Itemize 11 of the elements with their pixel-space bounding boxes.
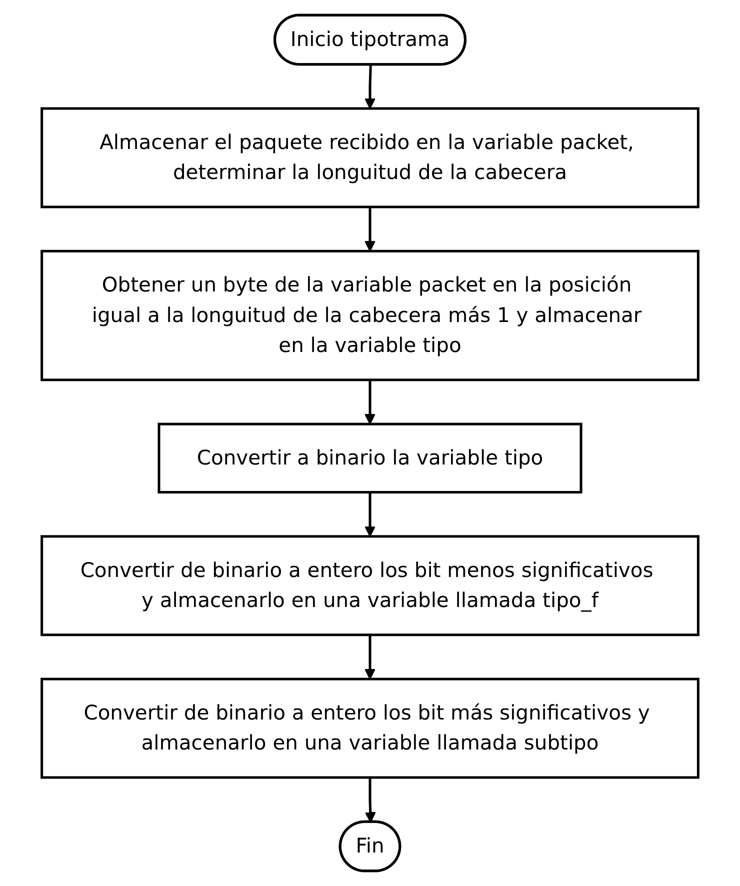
node-box: Almacenar el paquete recibido en la variable packet, determinar la longuitud de la cabecera (40, 107, 700, 208)
node-box: Obtener un byte de la variable packet en la posición igual a la longuitud de la cabecera más 1 y almacenar en la variable tipo (40, 250, 700, 382)
node-box: Convertir a binario la variable tipo (158, 422, 582, 494)
node-box: Convertir de binario a entero los bit menos significativos y almacenarlo en una variable llamada tipo_f (40, 535, 700, 636)
arrow (364, 64, 376, 109)
node-box: Convertir de binario a entero los bit más significativos y almacenarlo en una variable llamada subtipo (40, 678, 700, 779)
arrow (364, 206, 376, 252)
arrow (364, 634, 376, 680)
arrow (364, 492, 376, 537)
arrow (364, 778, 376, 823)
arrow (364, 380, 376, 425)
